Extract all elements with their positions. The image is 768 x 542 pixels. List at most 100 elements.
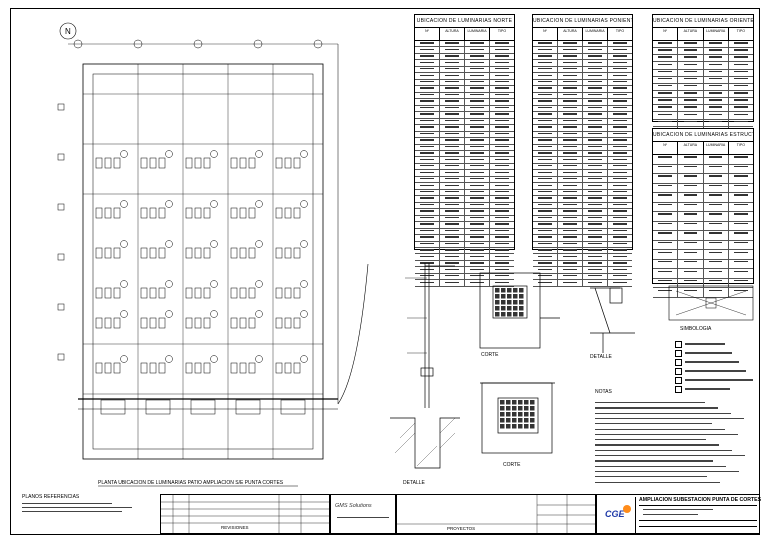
table-row bbox=[653, 164, 753, 175]
note-line bbox=[595, 449, 732, 451]
note-line bbox=[595, 402, 705, 404]
table-row bbox=[533, 125, 632, 132]
table-row bbox=[533, 248, 632, 255]
equipment-symbol bbox=[230, 240, 263, 259]
note-line bbox=[595, 481, 720, 483]
equipment-symbol bbox=[95, 200, 128, 219]
simbologia-label: SIMBOLOGIA bbox=[680, 326, 712, 332]
pole-marker bbox=[57, 253, 65, 261]
legend-item bbox=[675, 367, 746, 375]
equipment-symbol bbox=[185, 355, 218, 374]
pole-marker bbox=[57, 353, 65, 361]
references-title: PLANOS REFERENCIAS bbox=[22, 494, 80, 500]
luminaria-marker bbox=[253, 39, 263, 49]
table-row bbox=[653, 221, 753, 232]
table-row bbox=[415, 157, 514, 164]
table-row bbox=[533, 131, 632, 139]
note-line bbox=[595, 476, 707, 478]
table-row bbox=[533, 60, 632, 67]
north-arrow-label: N bbox=[65, 27, 71, 36]
equipment-symbol bbox=[185, 200, 218, 219]
table-row bbox=[533, 170, 632, 177]
table-row bbox=[533, 280, 632, 287]
partner-block: GMS Solutions bbox=[330, 494, 396, 534]
note-line bbox=[595, 407, 718, 409]
table-row bbox=[415, 215, 514, 223]
equipment-symbol bbox=[95, 310, 128, 329]
transformer-symbol bbox=[145, 399, 171, 415]
projects-block: PROYECTOS bbox=[396, 494, 596, 534]
table-row bbox=[415, 267, 514, 274]
table-row bbox=[415, 254, 514, 261]
note-line bbox=[595, 417, 744, 420]
table-title: UBICACION DE LUMINARIAS ESTRUCTURAS bbox=[653, 129, 753, 142]
table-row bbox=[533, 267, 632, 274]
note-line bbox=[595, 455, 745, 457]
equipment-symbol bbox=[140, 280, 173, 299]
legend-item bbox=[675, 349, 732, 357]
pole-marker bbox=[57, 103, 65, 111]
table-row bbox=[653, 98, 753, 106]
table-row bbox=[415, 260, 514, 268]
equipment-symbol bbox=[140, 355, 173, 374]
equipment-symbol bbox=[275, 150, 308, 169]
table-row bbox=[653, 62, 753, 70]
table-row bbox=[415, 60, 514, 67]
equipment-symbol bbox=[275, 240, 308, 259]
table-row bbox=[415, 202, 514, 210]
equipment-symbol bbox=[185, 280, 218, 299]
table-row bbox=[653, 240, 753, 251]
equipment-symbol bbox=[95, 355, 128, 374]
table-row bbox=[533, 235, 632, 242]
corte-1-label: CORTE bbox=[481, 352, 499, 358]
table-row bbox=[533, 273, 632, 281]
table-row bbox=[533, 66, 632, 74]
table-row bbox=[415, 79, 514, 87]
table-row bbox=[653, 250, 753, 260]
equipment-symbol bbox=[95, 240, 128, 259]
equipment-symbol bbox=[230, 280, 263, 299]
table-row bbox=[415, 189, 514, 197]
equipment-symbol bbox=[185, 150, 218, 169]
table-row bbox=[653, 76, 753, 84]
table-row bbox=[533, 73, 632, 80]
table-row bbox=[533, 144, 632, 151]
equipment-symbol bbox=[275, 310, 308, 329]
table-row bbox=[415, 196, 514, 203]
table-row bbox=[533, 157, 632, 164]
equipment-symbol bbox=[230, 200, 263, 219]
table-row bbox=[533, 215, 632, 223]
equipment-symbol bbox=[230, 150, 263, 169]
table-row bbox=[533, 99, 632, 106]
table-row bbox=[653, 155, 753, 165]
table-row bbox=[653, 212, 753, 222]
legend-item bbox=[675, 358, 739, 366]
table-row bbox=[533, 79, 632, 87]
table-row bbox=[533, 92, 632, 100]
transformer-symbol bbox=[235, 399, 261, 415]
transformer-symbol bbox=[190, 399, 216, 415]
project-title: AMPLIACION SUBESTACION PUNTA DE CORTES bbox=[639, 497, 762, 503]
equipment-symbol bbox=[230, 355, 263, 374]
company-logo: CGE bbox=[599, 497, 636, 533]
equipment-symbol bbox=[140, 150, 173, 169]
table-row bbox=[653, 105, 753, 113]
symbol-legend bbox=[675, 340, 755, 395]
table-row bbox=[415, 228, 514, 236]
table-row bbox=[415, 273, 514, 281]
corte-2-label: CORTE bbox=[503, 462, 521, 468]
table-row bbox=[415, 235, 514, 242]
note-line bbox=[595, 460, 713, 462]
equipment-symbol bbox=[275, 280, 308, 299]
luminaria-marker bbox=[193, 39, 203, 49]
pole-marker bbox=[57, 153, 65, 161]
table-row bbox=[653, 41, 753, 49]
table-row bbox=[533, 202, 632, 210]
table-row bbox=[653, 278, 753, 289]
references-block: PLANOS REFERENCIAS bbox=[22, 494, 132, 512]
table-row bbox=[415, 92, 514, 100]
table-row bbox=[533, 138, 632, 145]
note-line bbox=[595, 433, 738, 436]
transformer-symbol bbox=[280, 399, 306, 415]
